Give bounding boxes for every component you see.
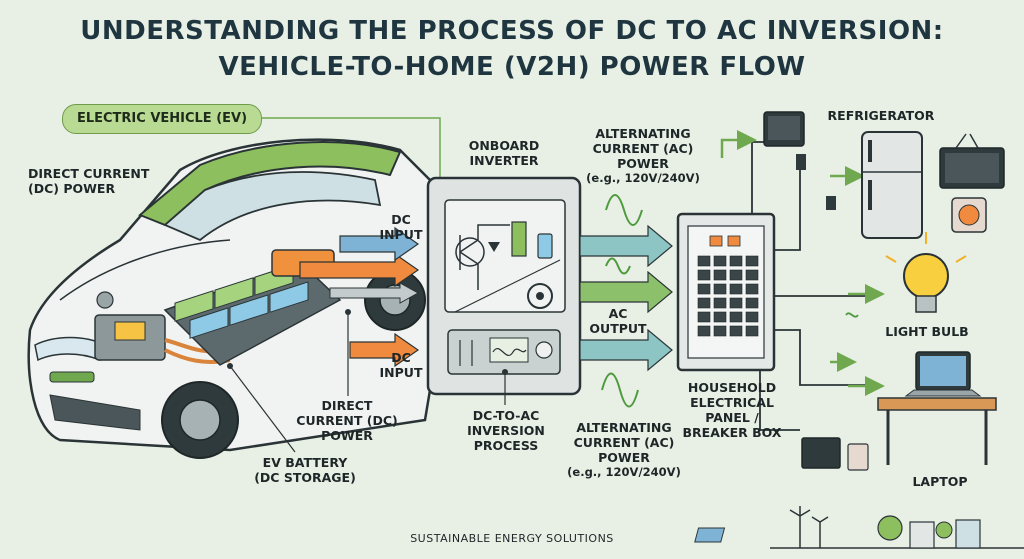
plug-icon — [796, 154, 836, 210]
ac-flow-arrows — [579, 224, 673, 372]
ac-power-label-bottom-text: ALTERNATING CURRENT (AC) POWER — [573, 420, 675, 465]
appliance-arrows — [720, 130, 885, 396]
ev-label: ELECTRIC VEHICLE (EV) — [62, 104, 262, 134]
ac-power-label-top-text: ALTERNATING CURRENT (AC) POWER — [592, 126, 694, 171]
electric-vehicle-illustration — [27, 138, 442, 459]
breaker-switch — [745, 311, 759, 323]
breaker-switch — [697, 269, 711, 281]
breaker-switch — [713, 255, 727, 267]
breaker-switch — [697, 325, 711, 337]
refrigerator-label: REFRIGERATOR — [827, 108, 935, 123]
breaker-switch — [745, 269, 759, 281]
breaker-switch — [729, 325, 743, 337]
breaker-switch — [745, 283, 759, 295]
breaker-switch — [729, 297, 743, 309]
breaker-switch — [713, 325, 727, 337]
ac-power-label-top: ALTERNATING CURRENT (AC) POWER (e.g., 12… — [582, 126, 704, 186]
ev-leader-line — [260, 117, 441, 186]
breaker-switch — [729, 283, 743, 295]
breaker-switch — [729, 311, 743, 323]
laptop-label: LAPTOP — [912, 474, 968, 489]
electrical-panel-label: HOUSEHOLD ELECTRICAL PANEL / BREAKER BOX — [682, 380, 782, 440]
onboard-inverter-label: ONBOARD INVERTER — [468, 138, 540, 168]
breaker-switch — [697, 255, 711, 267]
dc-input-label-top: DC INPUT — [379, 212, 423, 242]
breaker-switch — [697, 297, 711, 309]
breaker-switches — [697, 255, 759, 337]
ac-output-label: AC OUTPUT — [589, 306, 647, 336]
breaker-switch — [745, 325, 759, 337]
breaker-switch — [713, 269, 727, 281]
breaker-switch — [713, 297, 727, 309]
footer-text: SUSTAINABLE ENERGY SOLUTIONS — [410, 532, 614, 545]
breaker-switch — [745, 297, 759, 309]
sustainability-landscape-illustration — [694, 506, 1024, 549]
dc-flow-arrows — [299, 226, 420, 368]
refrigerator-icon — [861, 131, 923, 239]
breaker-switch — [729, 269, 743, 281]
page-title-line-2: VEHICLE-TO-HOME (V2H) POWER FLOW — [218, 52, 806, 82]
ac-power-label-bottom: ALTERNATING CURRENT (AC) POWER (e.g., 12… — [562, 420, 686, 480]
dc-power-label-top: DIRECT CURRENT (DC) POWER — [28, 166, 150, 196]
breaker-switch — [697, 311, 711, 323]
breaker-switch — [713, 283, 727, 295]
inversion-process-label: DC-to-AC INVERSION PROCESS — [467, 408, 545, 453]
light-bulb-icon — [885, 232, 967, 313]
onboard-inverter-illustration — [426, 176, 582, 396]
light-bulb-label: LIGHT BULB — [885, 324, 969, 339]
heater-icon — [951, 197, 987, 233]
breaker-switch — [697, 283, 711, 295]
breaker-switch — [729, 255, 743, 267]
dc-power-label-bottom: DIRECT CURRENT (DC) POWER — [296, 398, 398, 443]
ac-power-voltage-top: (e.g., 120V/240V) — [586, 171, 700, 185]
breaker-switch — [745, 255, 759, 267]
small-monitor-icon — [801, 437, 869, 471]
television-icon — [939, 133, 1005, 189]
ev-battery-label: EV BATTERY (DC STORAGE) — [254, 455, 356, 485]
page-title-line-1: UNDERSTANDING THE PROCESS OF DC TO AC IN… — [80, 16, 944, 46]
laptop-desk-icon — [877, 351, 997, 465]
monitor-icon — [763, 111, 805, 147]
appliance-wiring — [751, 141, 870, 431]
ac-power-voltage-bottom: (e.g., 120V/240V) — [567, 465, 681, 479]
dc-input-label-bottom: DC INPUT — [379, 350, 423, 380]
breaker-switch — [713, 311, 727, 323]
